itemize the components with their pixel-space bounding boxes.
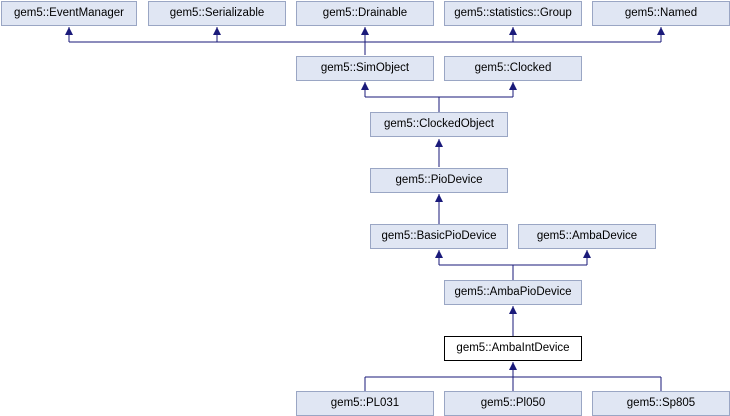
node-basic-pio-device[interactable]: gem5::BasicPioDevice [370,224,508,249]
node-clocked-object[interactable]: gem5::ClockedObject [370,112,508,137]
node-amba-device[interactable]: gem5::AmbaDevice [518,224,656,249]
node-pl031[interactable]: gem5::PL031 [296,391,434,416]
node-event-manager[interactable]: gem5::EventManager [1,1,137,26]
node-pio-device[interactable]: gem5::PioDevice [370,168,508,193]
node-sim-object[interactable]: gem5::SimObject [296,56,434,81]
node-statistics-group[interactable]: gem5::statistics::Group [444,1,582,26]
node-drainable[interactable]: gem5::Drainable [296,1,434,26]
node-amba-pio-device[interactable]: gem5::AmbaPioDevice [444,280,582,305]
node-sp805[interactable]: gem5::Sp805 [592,391,730,416]
node-pl050[interactable]: gem5::Pl050 [444,391,582,416]
node-named[interactable]: gem5::Named [592,1,730,26]
node-clocked[interactable]: gem5::Clocked [444,56,582,81]
node-amba-int-device: gem5::AmbaIntDevice [444,336,582,361]
node-serializable[interactable]: gem5::Serializable [148,1,286,26]
